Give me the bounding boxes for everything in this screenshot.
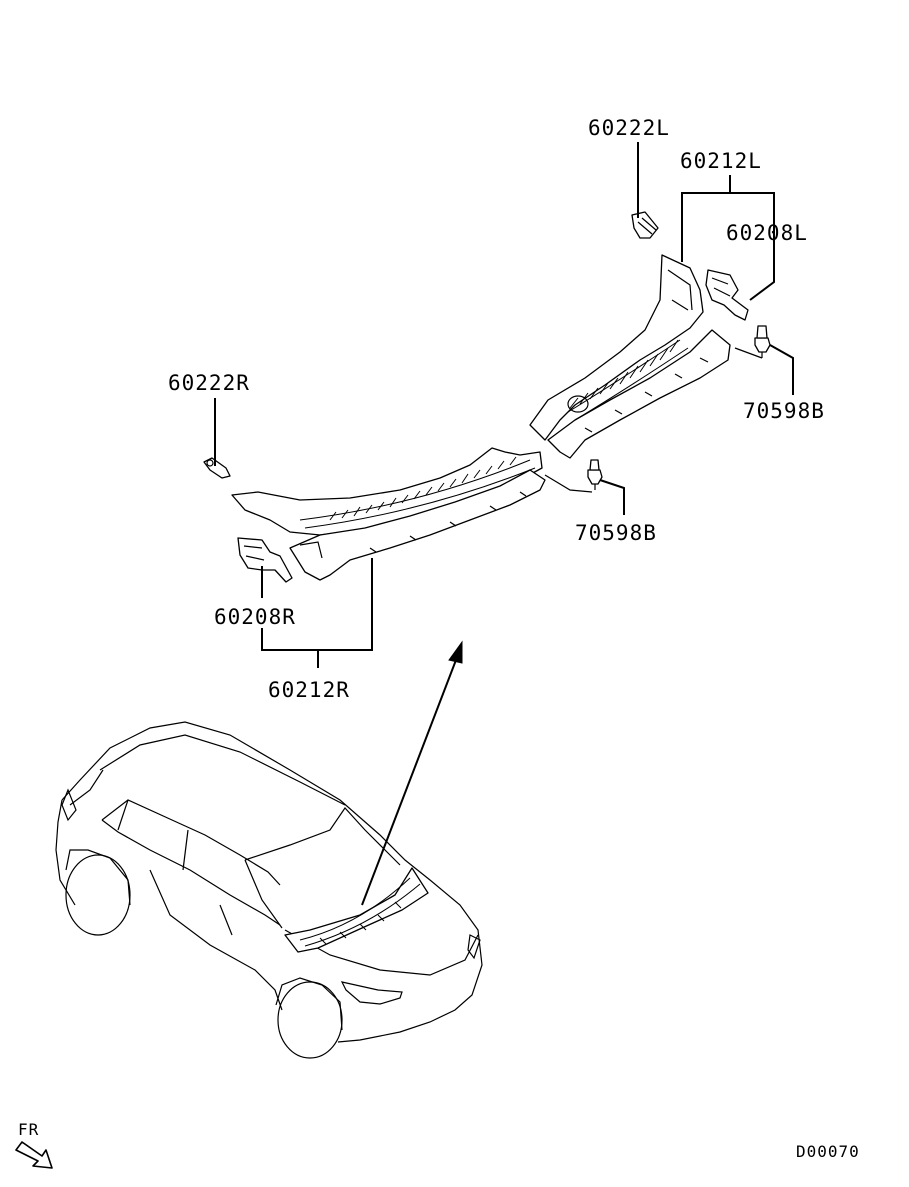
diagram-code: D00070 [796,1142,860,1161]
vehicle-outline [55,721,483,1059]
clip-right-part [203,457,231,479]
seal-left-part [705,269,749,321]
leader-lines [214,142,794,668]
label-fastener-right: 70598B [575,521,657,545]
label-seal-right: 60208R [214,605,296,629]
label-fastener-left: 70598B [743,399,825,423]
label-seal-left: 60208L [726,221,808,245]
direction-label: FR [18,1120,39,1139]
clip-left-part [631,211,659,239]
label-cowl-top-right: 60212R [268,678,350,702]
fastener-upper-part [754,325,771,358]
front-arrow-icon [15,1141,53,1169]
label-clip-left: 60222L [588,116,670,140]
cowl-top-panel-left [529,254,731,459]
pointer-arrow [361,640,463,906]
label-clip-right: 60222R [168,371,250,395]
front-direction-indicator: FR [15,1120,53,1169]
fastener-lower-part [587,459,603,490]
cowl-top-panel-right [231,447,546,581]
label-cowl-top-left: 60212L [680,149,762,173]
seal-right-part [237,537,293,583]
